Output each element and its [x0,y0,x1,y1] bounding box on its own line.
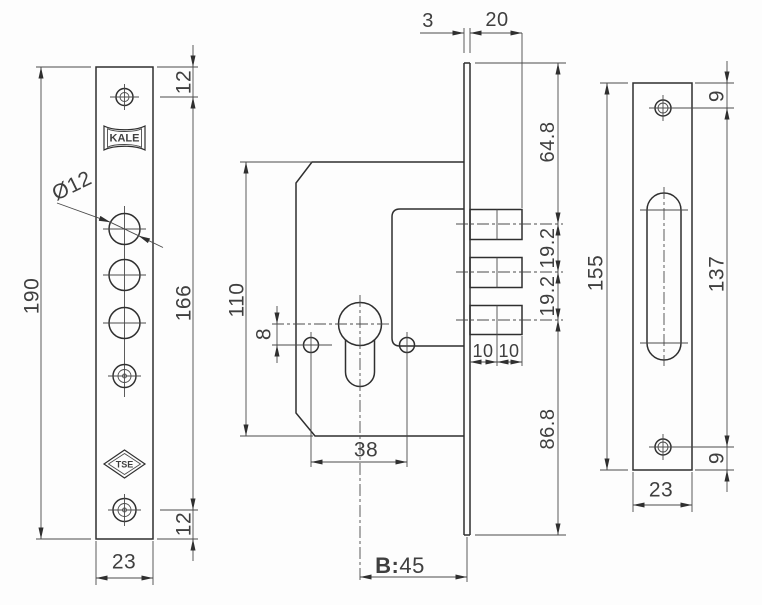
dim-strike-width-label: 23 [649,479,673,502]
dim-strike-top-offset-label: 9 [706,90,729,102]
dim-top-to-first-bolt-label: 64.8 [537,122,559,163]
dim-bolt-pitch-lower-label: 19.2 [537,276,559,317]
faceplate-bottom-screw-hole [108,494,141,526]
dim-faceplate-thickness-label: 3 [422,10,434,32]
dim-strike-screw-spacing-label: 137 [706,256,729,293]
tse-certification-mark: TSE [102,449,147,479]
dim-strike-height-label: 155 [585,255,608,292]
lock-body-side-view: 3 20 64.8 19.2 19.2 86.8 10 10 110 [226,9,566,582]
tse-logo-text: TSE [116,460,134,470]
kale-logo-text: KALE [110,133,140,145]
deadbolts [456,208,563,366]
dim-backset-label: B:45 [375,553,425,578]
dim-bolt-segment-right-label: 10 [498,341,519,361]
dim-total-height-label: 190 [21,278,44,315]
dim-cylinder-to-holes-label: 8 [253,328,276,340]
fixing-holes [272,332,416,467]
strike-plate-outline [632,82,693,471]
lock-body-outline [295,161,464,437]
deadbolt-1 [469,208,523,241]
faceplate-front-view: KALE Ø12 TSE [21,45,198,585]
faceplate-outline [95,66,154,540]
dim-bolt-throw-label: 20 [485,9,508,31]
strike-plate-dimensions: 155 9 137 9 23 [585,61,734,512]
faceplate-top-screw-hole [110,84,139,110]
strike-bolt-slot [640,187,688,366]
faceplate-edge-view [463,28,471,536]
dim-body-height-label: 110 [226,283,249,318]
backset-prefix: B: [375,553,399,578]
dim-screw-spacing-label: 166 [173,285,196,322]
faceplate-bolt-holes [103,206,146,397]
dim-last-bolt-to-bottom-label: 86.8 [537,409,559,450]
kale-brand-logo: KALE [103,125,146,151]
dim-strike-bottom-offset-label: 9 [706,452,729,464]
dim-top-offset-label: 12 [173,70,196,94]
bolt-diameter-leader: Ø12 [48,167,164,248]
faceplate-middle-hole [108,363,141,389]
strike-plate-view: 155 9 137 9 23 [585,61,734,512]
bolt-diameter-label: Ø12 [48,167,95,206]
dim-fixing-hole-spacing-label: 38 [354,439,378,462]
backset-value: 45 [399,553,424,578]
euro-cylinder-profile [272,295,392,582]
latch-housing-outline [391,208,464,347]
strike-bottom-screw-hole [649,434,678,460]
dim-faceplate-width-label: 23 [112,551,136,574]
lock-body-dimensions: 3 20 64.8 19.2 19.2 86.8 10 10 110 [226,9,566,582]
dim-bolt-pitch-upper-label: 19.2 [537,228,559,269]
strike-top-screw-hole [649,95,678,121]
faceplate-dimensions: 190 12 166 12 23 [21,45,198,585]
deadbolt-2 [469,256,523,289]
dim-bottom-offset-label: 12 [173,512,196,536]
dim-bolt-segment-left-label: 10 [472,341,493,361]
